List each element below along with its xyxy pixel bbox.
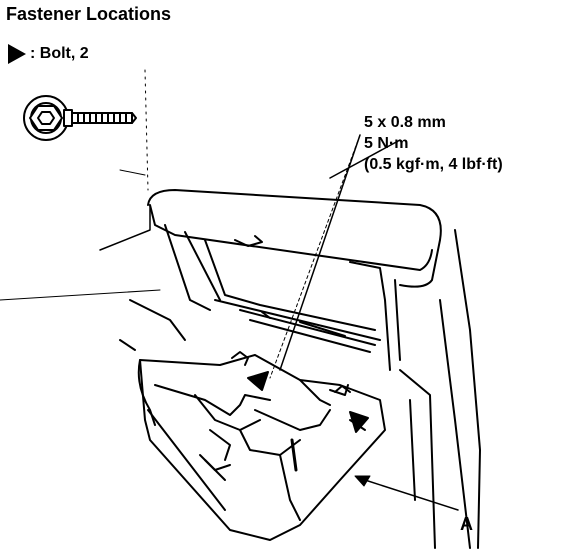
bolt-marker-right xyxy=(349,411,369,433)
legend-label: : Bolt, 2 xyxy=(30,45,89,62)
bolt-size: 5 x 0.8 mm xyxy=(364,114,446,131)
glove-box xyxy=(137,351,386,541)
torque-spec: 5 x 0.8 mm 5 N·m (0.5 kgf·m, 4 lbf·ft) xyxy=(364,112,503,175)
diagram-title: Fastener Locations xyxy=(6,4,172,24)
bolt-icon xyxy=(23,95,137,141)
fastener-legend: : Bolt, 2 xyxy=(8,44,89,64)
triangle-right-icon xyxy=(8,44,26,64)
bolt-marker-left xyxy=(247,371,269,391)
torque-value: 5 N·m xyxy=(364,135,409,152)
torque-alt-value: (0.5 kgf·m, 4 lbf·ft) xyxy=(364,156,503,173)
